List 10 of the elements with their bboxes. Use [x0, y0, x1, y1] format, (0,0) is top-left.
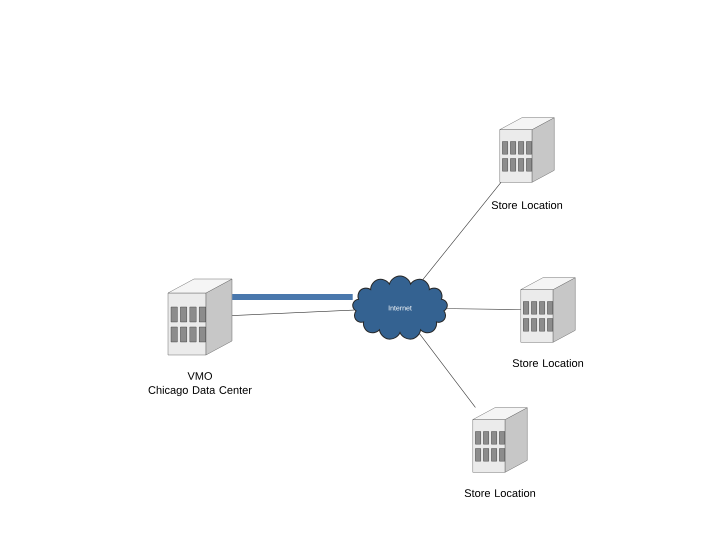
- building-label: Store Location: [492, 200, 562, 210]
- network-line: [232, 310, 354, 316]
- network-line: [422, 182, 502, 280]
- network-link: [232, 294, 353, 300]
- building-label: VMO: [188, 372, 212, 380]
- network-line: [446, 308, 521, 310]
- building-label: Store Location: [512, 358, 584, 368]
- building-label: Store Location: [464, 488, 536, 498]
- building-label: Chicago Data Center: [148, 386, 252, 396]
- network-line: [419, 334, 476, 408]
